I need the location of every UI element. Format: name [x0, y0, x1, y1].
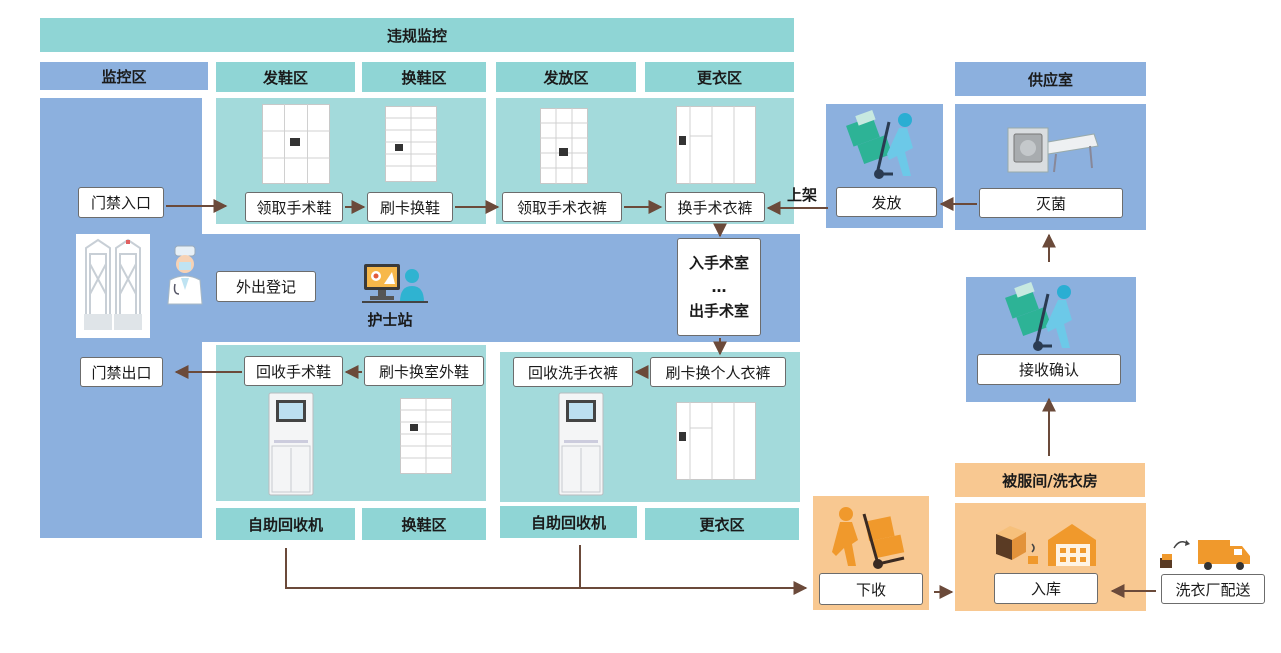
hand-truck-worker-icon [1005, 282, 1072, 351]
card-change-outdoor-shoes-box: 刷卡换室外鞋 [364, 356, 484, 386]
entry-gate-box: 门禁入口 [78, 187, 164, 218]
warehouse-in-box: 入库 [994, 573, 1098, 604]
delivery-truck-icon [1160, 540, 1250, 570]
outing-register-box: 外出登记 [216, 271, 316, 302]
receive-confirm-box: 接收确认 [977, 354, 1121, 385]
locker-cabinet-icon [400, 398, 452, 474]
laundry-delivery-box: 洗衣厂配送 [1161, 574, 1265, 604]
shelve-arrow-label: 上架 [786, 186, 817, 204]
locker-cabinet-icon [676, 402, 756, 480]
shoe-change-zone-header-top: 换鞋区 [362, 62, 486, 92]
recycle-wash-clothes-box: 回收洗手衣裤 [513, 357, 633, 387]
arrow-recyclers-to-collect [285, 548, 808, 595]
locker-cabinet-icon [262, 104, 330, 184]
locker-cabinet-icon [540, 108, 588, 184]
get-surgical-shoes-box: 领取手术鞋 [245, 192, 343, 222]
hand-truck-worker-icon [832, 507, 905, 569]
shoe-issue-zone-header: 发鞋区 [216, 62, 355, 92]
changing-zone-header-bottom: 更衣区 [645, 508, 799, 540]
supply-room-header: 供应室 [955, 62, 1146, 96]
self-recycler-header-1: 自助回收机 [216, 508, 355, 540]
card-change-personal-clothes-box: 刷卡换个人衣裤 [650, 357, 786, 387]
exit-gate-box: 门禁出口 [80, 357, 163, 387]
changing-zone-header-top: 更衣区 [645, 62, 794, 92]
sterilizer-icon [1007, 127, 1099, 173]
security-gate-icon [76, 234, 150, 338]
recycle-surgical-shoes-box: 回收手术鞋 [244, 356, 343, 386]
violation-monitor-header: 违规监控 [40, 18, 794, 52]
exit-or-label: 出手术室 [688, 302, 749, 320]
monitor-zone-header: 监控区 [40, 62, 208, 90]
recycling-machine-icon [268, 392, 314, 496]
operating-room-box: 入手术室 … 出手术室 [677, 238, 761, 336]
linen-laundry-header: 被服间/洗衣房 [955, 463, 1145, 497]
hand-truck-worker-icon [846, 110, 913, 179]
doctor-icon [167, 245, 203, 305]
issue-zone-header: 发放区 [496, 62, 636, 92]
recycling-machine-icon [558, 392, 604, 496]
card-change-shoes-box: 刷卡换鞋 [367, 192, 453, 222]
ellipsis-label: … [711, 278, 727, 296]
nurse-station-icon [362, 264, 428, 303]
shoe-change-zone-header-bottom: 换鞋区 [362, 508, 486, 540]
nurse-station-label: 护士站 [367, 311, 413, 329]
dispatch-box: 发放 [836, 187, 937, 217]
get-surgical-clothes-box: 领取手术衣裤 [502, 192, 622, 222]
locker-cabinet-icon [385, 106, 437, 182]
change-surgical-clothes-box: 换手术衣裤 [665, 192, 765, 222]
locker-cabinet-icon [676, 106, 756, 184]
sterilize-box: 灭菌 [979, 188, 1123, 218]
self-recycler-header-2: 自助回收机 [500, 506, 637, 538]
enter-or-label: 入手术室 [688, 254, 749, 272]
collect-box: 下收 [819, 573, 923, 605]
warehouse-icon [996, 524, 1096, 566]
